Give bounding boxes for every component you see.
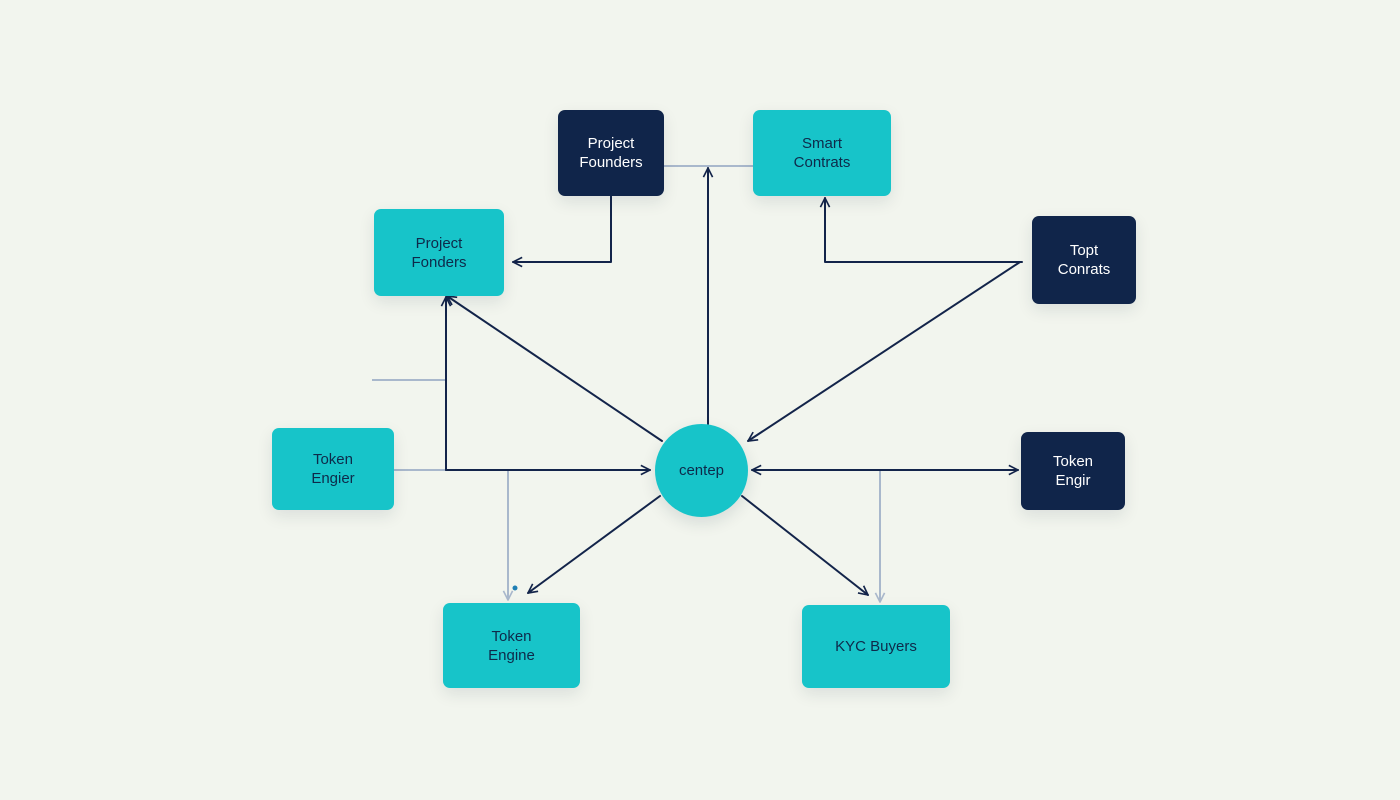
node-label: Project Founders xyxy=(579,135,643,171)
node-label: Token Engier xyxy=(311,451,355,487)
node-label: Token Engine xyxy=(488,627,535,664)
dark-arrows xyxy=(440,167,1023,596)
arrow-topt-to-center xyxy=(747,261,1021,442)
node-label: KYC Buyers xyxy=(835,638,917,655)
arrow-center-to-founders-left xyxy=(446,295,663,442)
arrow-center-to-token-bottom xyxy=(527,495,661,594)
node-project-founders-left[interactable]: Project Fonders xyxy=(374,209,504,296)
arrow-founders-top-to-founders-left xyxy=(512,195,612,268)
node-label: centep xyxy=(678,462,725,479)
node-token-engine-bottom[interactable]: Token Engine xyxy=(443,603,580,688)
node-token-engine-left[interactable]: Token Engier xyxy=(272,428,394,510)
connector-dot xyxy=(512,585,518,591)
node-center-hub[interactable]: centep xyxy=(655,424,748,517)
arrow-center-to-kyc xyxy=(741,495,869,596)
node-label: Topt Conrats xyxy=(1057,242,1111,278)
light-connectors xyxy=(372,165,886,603)
node-label: Project Fonders xyxy=(411,234,467,271)
node-label: Smart Contrats xyxy=(793,135,851,171)
node-project-founders-top[interactable]: Project Founders xyxy=(558,110,664,196)
node-topt-contracts[interactable]: Topt Conrats xyxy=(1032,216,1136,304)
node-kyc-buyers[interactable]: KYC Buyers xyxy=(802,605,950,688)
node-token-engine-right[interactable]: Token Engir xyxy=(1021,432,1125,510)
node-label: Token Engir xyxy=(1052,453,1094,489)
node-smart-contracts[interactable]: Smart Contrats xyxy=(753,110,891,196)
arrow-topt-to-smart xyxy=(819,197,1023,263)
